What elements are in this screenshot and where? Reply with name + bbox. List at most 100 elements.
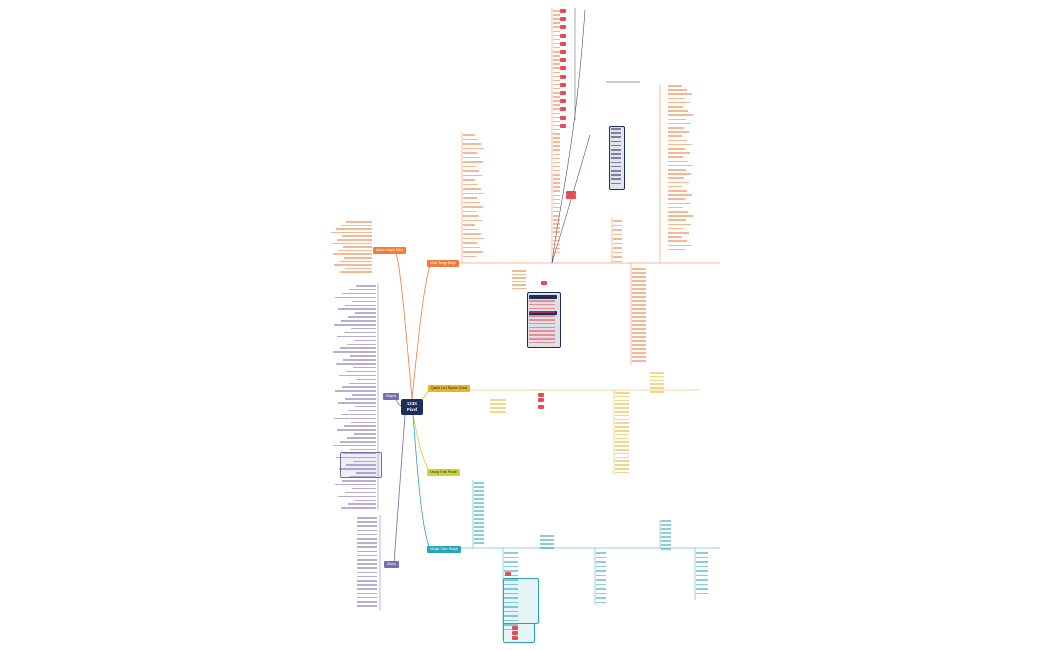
blue-col5-leaf[interactable]	[696, 561, 708, 563]
blue-col5-leaf[interactable]	[696, 556, 708, 559]
orange-col2-leaf[interactable]	[553, 149, 560, 151]
orange-right-drop-leaf[interactable]	[632, 312, 646, 314]
yellow-leaf[interactable]	[615, 399, 629, 402]
orange-right-leaf[interactable]	[668, 194, 692, 196]
purple-leaf[interactable]	[335, 483, 376, 486]
purple-leaf[interactable]	[351, 327, 376, 330]
purple-leaf[interactable]	[340, 441, 376, 443]
purple-leaf[interactable]	[338, 308, 376, 310]
orange-right-leaf[interactable]	[668, 127, 684, 129]
orange-small-leaf[interactable]	[331, 231, 372, 234]
orange-right-drop-leaf[interactable]	[632, 348, 646, 350]
blue-col1-leaf[interactable]	[474, 522, 484, 524]
orange-col2-leaf[interactable]	[553, 231, 560, 233]
blue-col2-leaf[interactable]	[504, 565, 518, 568]
yellow-leaf[interactable]	[615, 407, 629, 409]
red-tag[interactable]	[566, 191, 576, 195]
blue-col1-leaf[interactable]	[474, 538, 484, 540]
red-tag[interactable]	[505, 572, 511, 576]
purple-leaf[interactable]	[348, 409, 376, 412]
yellow-right-leaf[interactable]	[650, 391, 664, 393]
purple-leaf[interactable]	[337, 429, 376, 431]
orange-right-drop-leaf[interactable]	[632, 308, 646, 310]
orange-mid-leaf[interactable]	[512, 270, 526, 272]
orange-col2-leaf[interactable]	[553, 182, 560, 184]
orange-right-col2-leaf[interactable]	[613, 220, 622, 222]
blue-col3-leaf[interactable]	[596, 597, 606, 599]
purple-leaf[interactable]	[335, 296, 376, 299]
red-tag[interactable]	[560, 50, 566, 54]
purple-leaf[interactable]	[354, 339, 376, 342]
yellow-leaf[interactable]	[615, 441, 629, 443]
dark-leaf[interactable]	[611, 157, 621, 159]
purple-bottom-leaf[interactable]	[357, 592, 377, 595]
blue-col1-leaf[interactable]	[474, 482, 484, 484]
orange-right-drop-leaf[interactable]	[632, 340, 646, 342]
orange-col2-leaf[interactable]	[553, 51, 560, 53]
red-tag[interactable]	[560, 115, 566, 120]
orange-right-leaf[interactable]	[668, 202, 690, 205]
blue-col1-leaf[interactable]	[474, 518, 484, 520]
blue-col2-leaf[interactable]	[504, 624, 518, 626]
orange-right-drop-leaf[interactable]	[632, 324, 646, 326]
dark-leaf[interactable]	[611, 178, 621, 180]
orange-col2-leaf[interactable]	[553, 210, 560, 213]
orange-col1-leaf[interactable]	[463, 143, 481, 145]
blue-col5-leaf[interactable]	[696, 588, 708, 590]
purple-leaf[interactable]	[356, 378, 376, 381]
orange-col2-leaf[interactable]	[553, 215, 560, 217]
purple-bottom-leaf[interactable]	[357, 517, 377, 519]
blue-col1-leaf[interactable]	[474, 502, 484, 504]
orange-right-leaf[interactable]	[668, 206, 683, 209]
orange-col2-leaf[interactable]	[553, 120, 560, 123]
branch-blue-main[interactable]: Nhqw Tzkv Rmpb	[427, 546, 462, 553]
orange-right-leaf[interactable]	[668, 110, 688, 112]
blue-col1-leaf[interactable]	[474, 486, 484, 488]
orange-col2-leaf[interactable]	[553, 26, 560, 28]
purple-leaf[interactable]	[341, 413, 376, 416]
orange-col2-leaf[interactable]	[553, 165, 560, 168]
purple-bottom-leaf[interactable]	[357, 605, 377, 607]
blue-col3-leaf[interactable]	[596, 556, 606, 559]
dark-group-leaf[interactable]	[529, 307, 555, 310]
blue-col3-leaf[interactable]	[596, 579, 606, 581]
purple-leaf[interactable]	[355, 405, 376, 408]
purple-leaf[interactable]	[349, 288, 376, 291]
purple-leaf[interactable]	[337, 335, 376, 338]
blue-col2-leaf[interactable]	[504, 601, 518, 604]
blue-col3-leaf[interactable]	[596, 552, 606, 554]
yellow-right-leaf[interactable]	[650, 387, 664, 389]
orange-col2-leaf[interactable]	[553, 14, 560, 16]
yellow-right-leaf[interactable]	[650, 379, 664, 382]
orange-mid-leaf[interactable]	[512, 284, 526, 286]
orange-col1-leaf[interactable]	[463, 147, 484, 150]
purple-bottom-leaf[interactable]	[357, 601, 377, 603]
orange-right-drop-leaf[interactable]	[632, 272, 646, 274]
orange-col2-leaf[interactable]	[553, 128, 560, 131]
blue-col2-leaf[interactable]	[504, 556, 518, 559]
orange-col2-leaf[interactable]	[553, 92, 560, 94]
dark-leaf[interactable]	[611, 174, 621, 176]
orange-right-col2-leaf[interactable]	[613, 233, 622, 236]
orange-col2-leaf[interactable]	[553, 124, 560, 127]
blue-col5-leaf[interactable]	[696, 583, 708, 586]
blue-col2-leaf[interactable]	[504, 592, 518, 595]
dark-group-leaf[interactable]	[529, 341, 555, 344]
orange-right-leaf[interactable]	[668, 169, 686, 171]
blue-col3-leaf[interactable]	[596, 592, 606, 595]
orange-right-drop-leaf[interactable]	[632, 316, 646, 318]
orange-col1-leaf[interactable]	[463, 156, 480, 159]
red-tag[interactable]	[512, 626, 518, 630]
orange-col2-leaf[interactable]	[553, 174, 560, 176]
orange-right-drop-leaf[interactable]	[632, 268, 646, 270]
orange-right-drop-leaf[interactable]	[632, 280, 646, 282]
blue-col2-leaf[interactable]	[504, 615, 518, 617]
orange-col2-leaf[interactable]	[553, 206, 560, 209]
purple-leaf[interactable]	[344, 331, 376, 334]
dark-leaf[interactable]	[611, 136, 621, 138]
purple-leaf[interactable]	[338, 495, 376, 498]
dark-leaf[interactable]	[611, 128, 621, 130]
orange-col2-leaf[interactable]	[553, 194, 560, 197]
orange-small-leaf[interactable]	[339, 260, 372, 263]
blue-col2-leaf[interactable]	[504, 561, 518, 563]
